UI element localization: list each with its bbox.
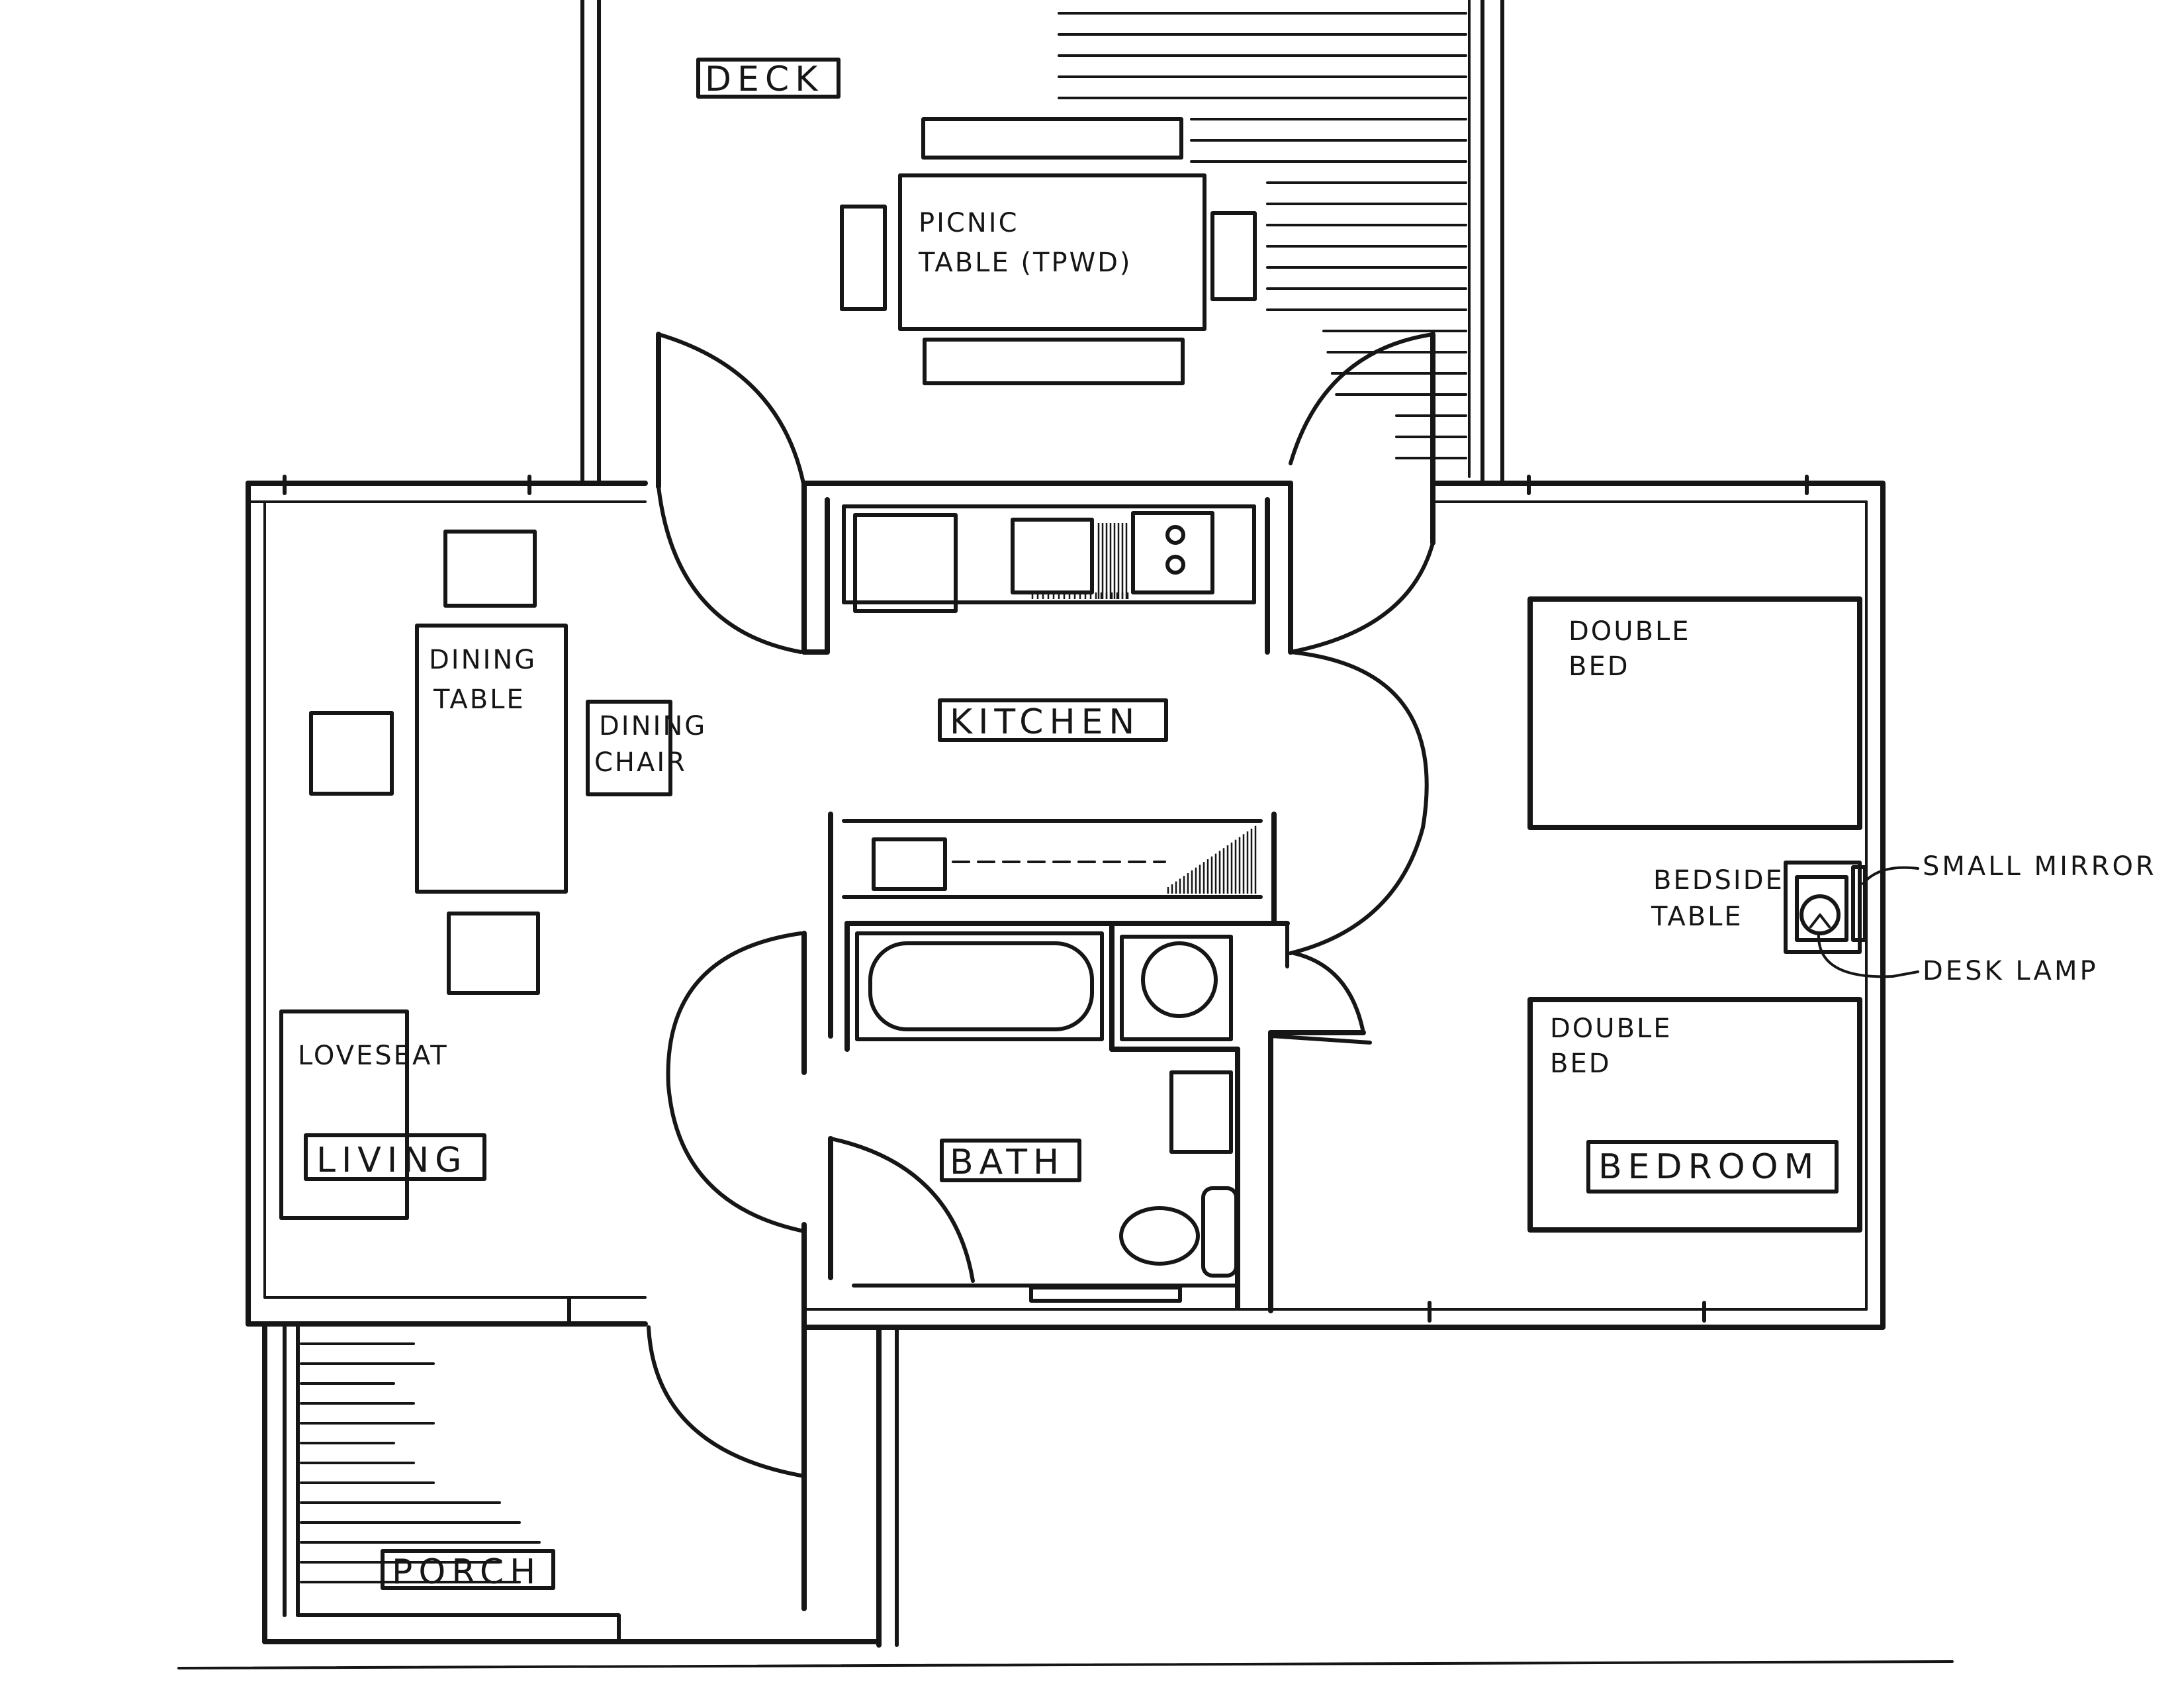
fridge [853, 513, 958, 613]
picnic-stool-left [840, 205, 887, 311]
picnic-table: PICNIC TABLE (TPWD) [840, 117, 1257, 385]
bath-cabinet [1169, 1070, 1233, 1154]
bedroom-label-box [1586, 1140, 1839, 1194]
porch-area: PORCH [262, 1325, 882, 1644]
porch-door-arc [647, 1325, 806, 1478]
interior-walls [801, 481, 1372, 1648]
bedroom-door-top-arc [1289, 541, 1435, 654]
small-mirror-callout: SMALL MIRROR [1923, 851, 2157, 882]
dining-chair-top [443, 530, 537, 608]
kitchen-door-left-arc [657, 485, 803, 654]
kitchen-label: KITCHEN [950, 702, 1140, 742]
double-bed-2-label-1: DOUBLE [1550, 1013, 1672, 1044]
porch-boards [300, 1342, 541, 1583]
bath-area: BATH [852, 931, 1240, 1303]
deck-door-right-arc [1289, 332, 1435, 465]
bath-door-outer-arc [666, 931, 806, 1233]
door-swings [647, 332, 1435, 1478]
deck-label-box [696, 58, 841, 99]
double-bed-1-label-1: DOUBLE [1569, 616, 1691, 647]
bath-rug [1119, 1206, 1200, 1266]
picnic-label-1: PICNIC [919, 208, 1019, 238]
picnic-stool-right [1210, 211, 1257, 301]
kitchen-label-box [938, 698, 1168, 742]
dining-table [415, 624, 568, 894]
stove-burner [1165, 525, 1185, 545]
double-bed-2-label-2: BED [1550, 1049, 1612, 1079]
living-label-box [304, 1133, 486, 1181]
double-bed-1 [1527, 596, 1862, 830]
picnic-bench-top [921, 117, 1183, 160]
deck-area: DECK PICNIC TABLE (TPWD) [580, 0, 1504, 485]
closet-door-arc [1292, 951, 1365, 1035]
microwave [872, 837, 947, 891]
page-edge [177, 1660, 1954, 1669]
picnic-tabletop [898, 173, 1206, 331]
bedroom-door-arc [1289, 650, 1429, 955]
dining-chair-bottom [447, 912, 540, 995]
sink [1011, 518, 1094, 594]
kitchen-area: KITCHEN [842, 504, 1263, 899]
loveseat-label: LOVESEAT [298, 1041, 449, 1071]
dining-chair-label-2: CHAIR [594, 747, 687, 778]
bedside-label-1: BEDSIDE [1653, 865, 1784, 896]
dining-table-label-2: TABLE [433, 684, 525, 715]
loveseat [279, 1009, 409, 1220]
small-mirror [1851, 865, 1867, 942]
bathtub [855, 931, 1104, 1041]
desk-lamp [1799, 894, 1841, 935]
living-area: DINING TABLE DINING CHAIR LOVESEAT LIVIN… [279, 530, 707, 1220]
bath-label: BATH [950, 1143, 1065, 1182]
bedroom-area: DOUBLE BED DOUBLE BED BEDSIDE TABLE BEDR… [1527, 596, 1867, 1233]
deck-door-left-arc [657, 332, 806, 489]
porch-label-box [381, 1549, 555, 1590]
bedside-label-2: TABLE [1651, 902, 1743, 932]
double-bed-2 [1527, 997, 1862, 1233]
bath-label-box [940, 1139, 1081, 1182]
bedroom-label: BEDROOM [1598, 1147, 1819, 1187]
bathtub-basin [868, 941, 1094, 1031]
picnic-label-2: TABLE (TPWD) [918, 248, 1132, 278]
dining-chair-label-1: DINING [599, 711, 707, 741]
dining-chair-left [309, 711, 394, 796]
dining-chair-right [586, 700, 672, 796]
callouts: SMALL MIRROR DESK LAMP [1817, 851, 2157, 986]
vanity-sink [1141, 941, 1218, 1018]
desk-lamp-base [1795, 875, 1848, 942]
living-label: LIVING [316, 1141, 467, 1180]
exterior-walls [246, 475, 1886, 1330]
bath-door-inner-arc [829, 1137, 975, 1283]
desk-lamp-leader [1817, 932, 1919, 978]
dining-table-label-1: DINING [429, 645, 537, 675]
picnic-bench-bottom [923, 338, 1185, 385]
toilet [1201, 1186, 1238, 1278]
bath-towel-bar [1029, 1286, 1182, 1303]
deck-boards [1058, 12, 1467, 459]
double-bed-1-label-2: BED [1569, 651, 1630, 682]
counter-hatching [1167, 825, 1257, 894]
desk-lamp-callout: DESK LAMP [1923, 956, 2099, 986]
stove-burner [1165, 555, 1185, 575]
vanity [1120, 935, 1233, 1041]
porch-label: PORCH [392, 1552, 541, 1592]
deck-label: DECK [705, 60, 823, 99]
counter-hatching [1031, 523, 1129, 599]
small-mirror-leader [1862, 866, 1919, 885]
stove [1131, 511, 1214, 594]
